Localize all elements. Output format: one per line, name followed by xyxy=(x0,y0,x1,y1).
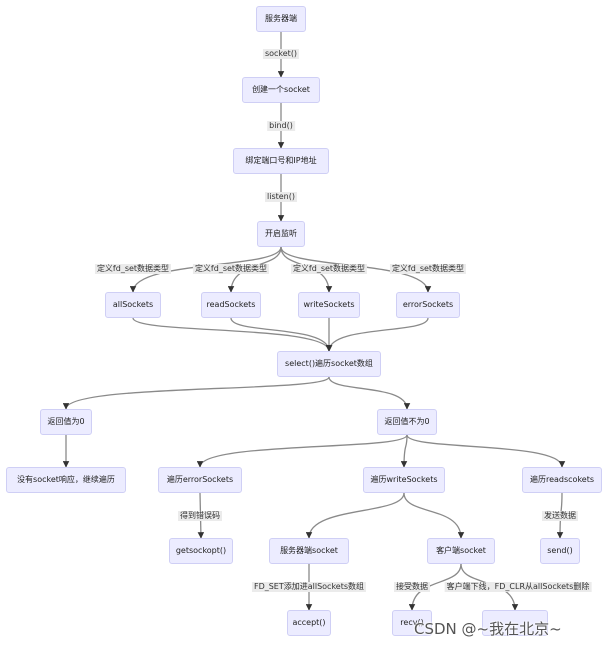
edge-label-start-listen-to-all-sockets: 定义fd_set数据类型 xyxy=(94,264,172,274)
node-server-socket: 服务器端socket xyxy=(269,538,349,564)
edge-label-client-socket-to-hidden-node: 客户端下线，FD_CLR从allSockets删除 xyxy=(444,582,592,592)
node-client-socket: 客户端socket xyxy=(427,538,495,564)
edge-read-sockets-to-select-loop xyxy=(230,317,333,352)
edge-client-socket-to-recv-call xyxy=(408,563,462,611)
edge-iter-write-to-client-socket xyxy=(403,492,465,539)
edge-ret-nonzero-to-iter-error xyxy=(196,434,408,468)
edge-ret-nonzero-to-iter-write xyxy=(400,434,408,468)
edge-iter-write-to-server-socket xyxy=(305,492,405,539)
node-all-sockets: allSockets xyxy=(105,292,161,318)
node-bind-addr: 绑定端口号和IP地址 xyxy=(233,148,329,174)
node-error-sockets: errorSockets xyxy=(396,292,460,318)
node-no-response: 没有socket响应，继续遍历 xyxy=(6,467,126,493)
edge-label-bind-addr-to-start-listen: listen() xyxy=(265,192,297,202)
node-iter-read: 遍历readscokets xyxy=(522,467,602,493)
node-ret-zero: 返回值为0 xyxy=(40,409,92,435)
node-recv-call: recv() xyxy=(392,610,432,636)
node-start-listen: 开启监听 xyxy=(257,221,305,247)
node-write-sockets: writeSockets xyxy=(298,292,360,318)
edge-ret-nonzero-to-iter-read xyxy=(406,434,566,468)
node-create-socket: 创建一个socket xyxy=(242,77,320,103)
edge-select-loop-to-ret-nonzero xyxy=(328,376,411,410)
edge-label-start-listen-to-error-sockets: 定义fd_set数据类型 xyxy=(389,264,467,274)
node-select-loop: select()遍历socket数组 xyxy=(277,351,381,377)
edge-label-create-socket-to-bind-addr: bind() xyxy=(267,121,295,131)
edge-label-iter-read-to-send-call: 发送数据 xyxy=(542,511,578,521)
node-send-call: send() xyxy=(540,538,580,564)
edge-label-server-socket-top-to-create-socket: socket() xyxy=(262,49,300,59)
edge-label-client-socket-to-recv-call: 接受数据 xyxy=(394,582,430,592)
node-getsockopt: getsockopt() xyxy=(169,538,233,564)
edge-select-loop-to-ret-zero xyxy=(62,376,330,410)
node-iter-write: 遍历writeSockets xyxy=(363,467,445,493)
edge-label-start-listen-to-write-sockets: 定义fd_set数据类型 xyxy=(290,264,368,274)
node-hidden-node xyxy=(482,610,548,636)
edge-all-sockets-to-select-loop xyxy=(132,317,333,352)
edge-label-server-socket-to-accept-call: FD_SET添加进allSockets数组 xyxy=(251,582,367,592)
node-server-socket-top: 服务器端 xyxy=(256,6,306,32)
csdn-watermark: CSDN @~我在北京~ xyxy=(414,620,562,638)
node-read-sockets: readSockets xyxy=(201,292,261,318)
edge-label-start-listen-to-read-sockets: 定义fd_set数据类型 xyxy=(192,264,270,274)
node-ret-nonzero: 返回值不为0 xyxy=(377,409,437,435)
node-iter-error: 遍历errorSockets xyxy=(158,467,242,493)
node-accept-call: accept() xyxy=(287,610,331,636)
edge-label-iter-error-to-getsockopt: 得到错误码 xyxy=(178,511,222,521)
edge-error-sockets-to-select-loop xyxy=(325,317,429,352)
